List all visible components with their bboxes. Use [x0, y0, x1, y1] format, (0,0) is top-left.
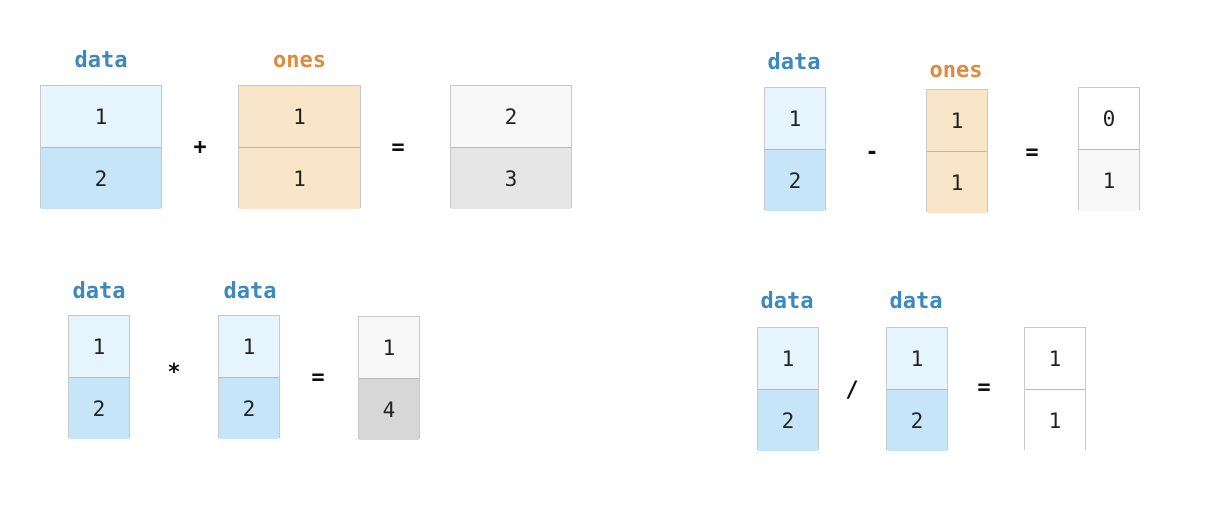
vector-cell: 1 [927, 90, 987, 151]
left-operand-label: data [760, 289, 814, 314]
vector-cell: 2 [765, 149, 825, 211]
vector-cell: 2 [219, 377, 279, 439]
left-operand-vector: 1 2 [757, 327, 819, 451]
vector-cell: 1 [239, 147, 360, 209]
equals-symbol: = [977, 375, 991, 400]
right-operand-label: data [223, 279, 277, 304]
vector-cell: 1 [887, 328, 947, 389]
vector-cell: 2 [758, 389, 818, 451]
right-operand-vector: 1 2 [886, 327, 948, 451]
left-operand-label: data [74, 48, 128, 73]
right-operand-vector: 1 1 [926, 89, 988, 213]
vector-cell: 1 [1025, 389, 1085, 451]
vector-cell: 1 [927, 151, 987, 213]
result-vector: 0 1 [1078, 87, 1140, 211]
vector-cell: 1 [765, 88, 825, 149]
vector-cell: 2 [41, 147, 161, 209]
right-operand-label: data [889, 289, 943, 314]
vector-cell: 2 [887, 389, 947, 451]
vector-cell: 1 [239, 86, 360, 147]
right-operand-vector: 1 1 [238, 85, 361, 209]
right-operand-label: ones [929, 58, 983, 83]
operator-symbol: / [845, 378, 859, 403]
operator-symbol: - [865, 140, 879, 165]
equals-symbol: = [311, 365, 325, 390]
vector-cell: 1 [69, 316, 129, 377]
operator-symbol: + [193, 135, 207, 160]
left-operand-label: data [767, 50, 821, 75]
equals-symbol: = [391, 135, 405, 160]
result-vector: 1 1 [1024, 327, 1086, 451]
vector-cell: 2 [69, 377, 129, 439]
result-vector: 1 4 [358, 316, 420, 440]
left-operand-vector: 1 2 [764, 87, 826, 211]
operator-symbol: * [167, 360, 181, 385]
left-operand-vector: 1 2 [68, 315, 130, 439]
vector-cell: 1 [1025, 328, 1085, 389]
vector-cell: 1 [359, 317, 419, 378]
result-vector: 2 3 [450, 85, 572, 209]
vector-cell: 4 [359, 378, 419, 440]
vector-cell: 3 [451, 147, 571, 209]
equals-symbol: = [1025, 140, 1039, 165]
vector-cell: 1 [219, 316, 279, 377]
left-operand-label: data [72, 279, 126, 304]
right-operand-label: ones [273, 48, 326, 73]
vector-cell: 1 [758, 328, 818, 389]
vector-cell: 1 [1079, 149, 1139, 211]
vector-cell: 1 [41, 86, 161, 147]
vector-cell: 0 [1079, 88, 1139, 149]
vector-cell: 2 [451, 86, 571, 147]
right-operand-vector: 1 2 [218, 315, 280, 439]
left-operand-vector: 1 2 [40, 85, 162, 209]
